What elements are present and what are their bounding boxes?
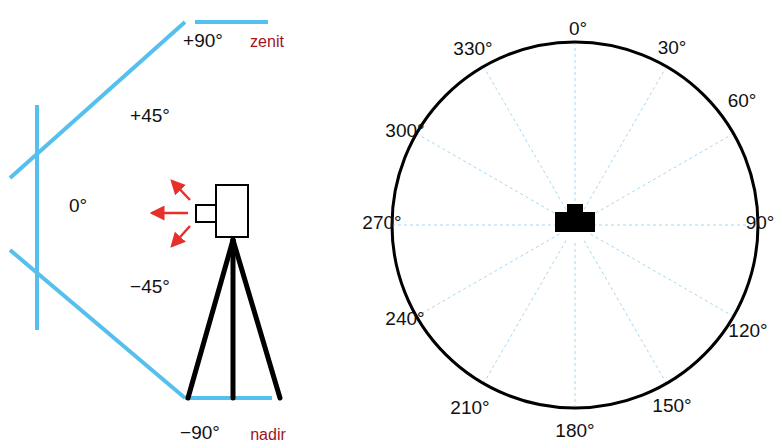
azimuth-label: 210° bbox=[450, 398, 489, 417]
tripod bbox=[188, 240, 280, 398]
angle-label: +45° bbox=[130, 106, 170, 125]
spoke bbox=[593, 225, 756, 226]
spoke bbox=[485, 68, 567, 209]
spoke bbox=[575, 243, 576, 406]
spoke bbox=[394, 225, 557, 226]
azimuth-label: 150° bbox=[652, 396, 691, 415]
azimuth-label: 30° bbox=[658, 38, 687, 57]
azimuth-label: 180° bbox=[555, 421, 594, 440]
azimuth-label: 270° bbox=[362, 213, 401, 232]
camera-icon bbox=[555, 204, 595, 232]
spoke bbox=[584, 241, 666, 382]
azimuth-label: 0° bbox=[569, 19, 587, 38]
angle-lines bbox=[10, 22, 272, 398]
spoke bbox=[584, 68, 666, 209]
azimuth-label: 60° bbox=[728, 91, 757, 110]
spoke bbox=[591, 135, 732, 217]
angle-label: −45° bbox=[130, 277, 170, 296]
view-arrows bbox=[152, 181, 190, 246]
azimuth-label: 120° bbox=[728, 321, 767, 340]
azimuth-label: 90° bbox=[746, 213, 775, 232]
azimuth-circle bbox=[392, 42, 758, 408]
camera bbox=[196, 185, 248, 237]
azimuth-label: 330° bbox=[453, 39, 492, 58]
nadir-label: nadir bbox=[250, 427, 286, 443]
angle-label: +90° bbox=[183, 31, 223, 50]
azimuth-label: 300° bbox=[385, 121, 424, 140]
spoke bbox=[485, 241, 567, 382]
spoke bbox=[575, 44, 576, 207]
zenit-label: zenit bbox=[250, 34, 284, 50]
spoke bbox=[591, 234, 732, 316]
azimuth-spokes bbox=[394, 44, 756, 406]
angle-label: −90° bbox=[180, 423, 220, 442]
azimuth-label: 240° bbox=[385, 309, 424, 328]
angle-label: 0° bbox=[69, 196, 87, 215]
spoke bbox=[418, 135, 559, 217]
spoke bbox=[418, 234, 559, 316]
